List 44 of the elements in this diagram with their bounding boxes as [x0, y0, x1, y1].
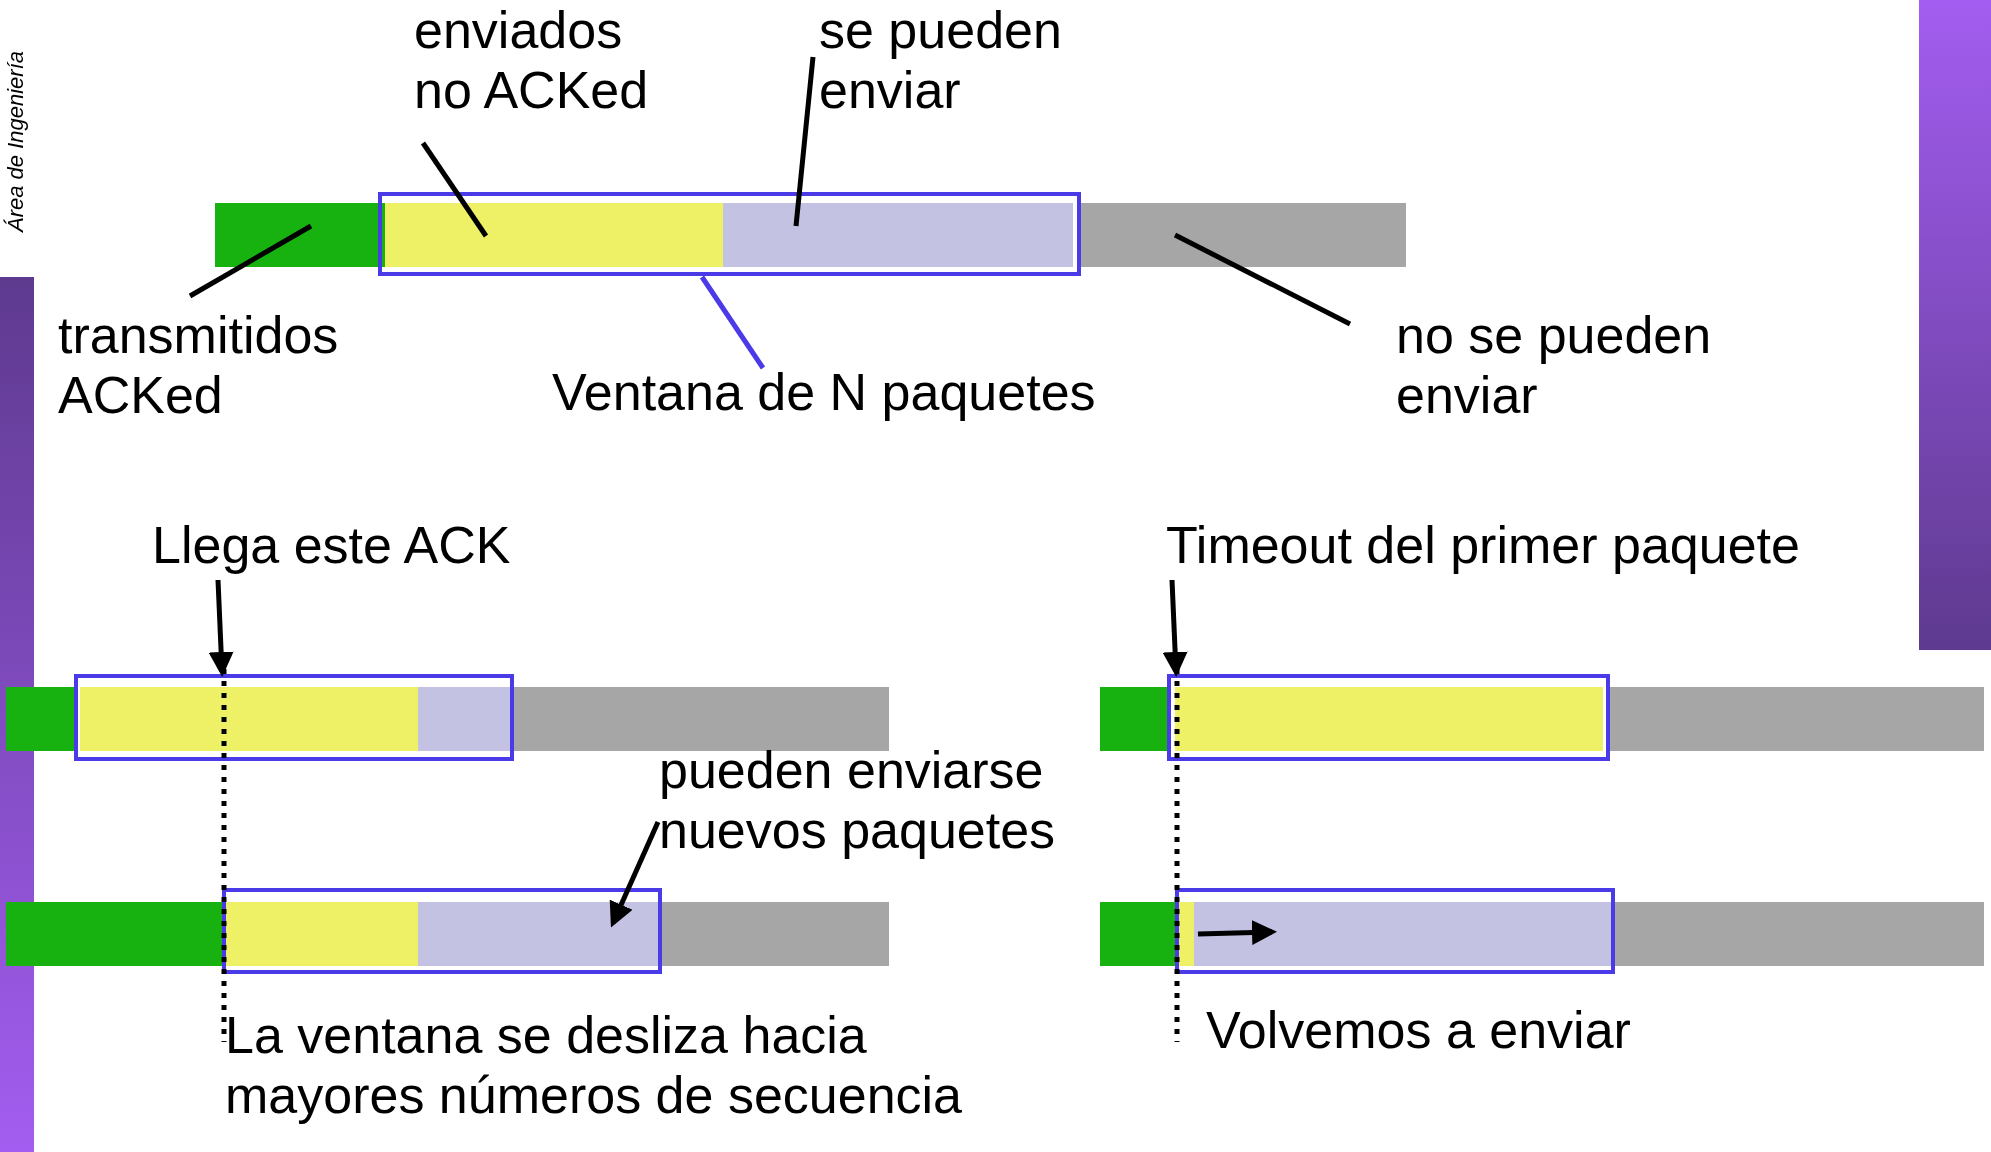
window-outline [378, 192, 1081, 276]
sequence-segment [1100, 687, 1167, 751]
window-outline [222, 888, 662, 974]
leader-line [420, 141, 489, 238]
annotation-text: se pueden enviar [819, 0, 1062, 120]
annotation-text: Timeout del primer paquete [1166, 515, 1800, 575]
sequence-segment [80, 687, 418, 751]
window-outline [74, 674, 514, 761]
sequence-segment [1615, 902, 1984, 966]
sequence-segment [418, 902, 658, 966]
sequence-segment [1100, 902, 1175, 966]
sequence-segment [1610, 687, 1984, 751]
sequence-segment [226, 902, 418, 966]
sequence-segment [1081, 203, 1406, 267]
sequence-segment [1194, 902, 1611, 966]
window-outline [1175, 888, 1615, 974]
sequence-segment [723, 203, 1073, 267]
sequence-segment [385, 203, 723, 267]
sequence-segment [514, 687, 889, 751]
sequence-segment [215, 203, 385, 267]
sequence-segment [6, 902, 222, 966]
annotation-text: pueden enviarse nuevos paquetes [659, 740, 1056, 860]
annotation-text: enviados no ACKed [414, 0, 649, 120]
annotation-text: transmitidos ACKed [58, 305, 339, 425]
annotation-text: Llega este ACK [152, 515, 511, 575]
leader-line [1173, 232, 1352, 327]
side-band [1919, 0, 1991, 650]
annotation-text: La ventana se desliza hacia mayores números de secuencia [225, 1005, 963, 1125]
leader-line [699, 275, 766, 370]
leader-line [793, 56, 816, 227]
window-outline [1167, 674, 1610, 761]
arrow [609, 821, 661, 928]
sequence-segment [418, 687, 510, 751]
annotation-text: no se pueden enviar [1396, 305, 1712, 425]
arrow [208, 579, 234, 677]
sequence-segment [6, 687, 74, 751]
arrow [1162, 579, 1188, 677]
annotation-text: Ventana de N paquetes [552, 362, 1096, 422]
leader-line [188, 223, 313, 299]
sequence-segment [1179, 902, 1194, 966]
annotation-text: Volvemos a enviar [1206, 1000, 1631, 1060]
sequence-segment [662, 902, 889, 966]
vertical-footer-text: Área de Ingeniería [2, 50, 29, 232]
sequence-segment [1175, 687, 1603, 751]
